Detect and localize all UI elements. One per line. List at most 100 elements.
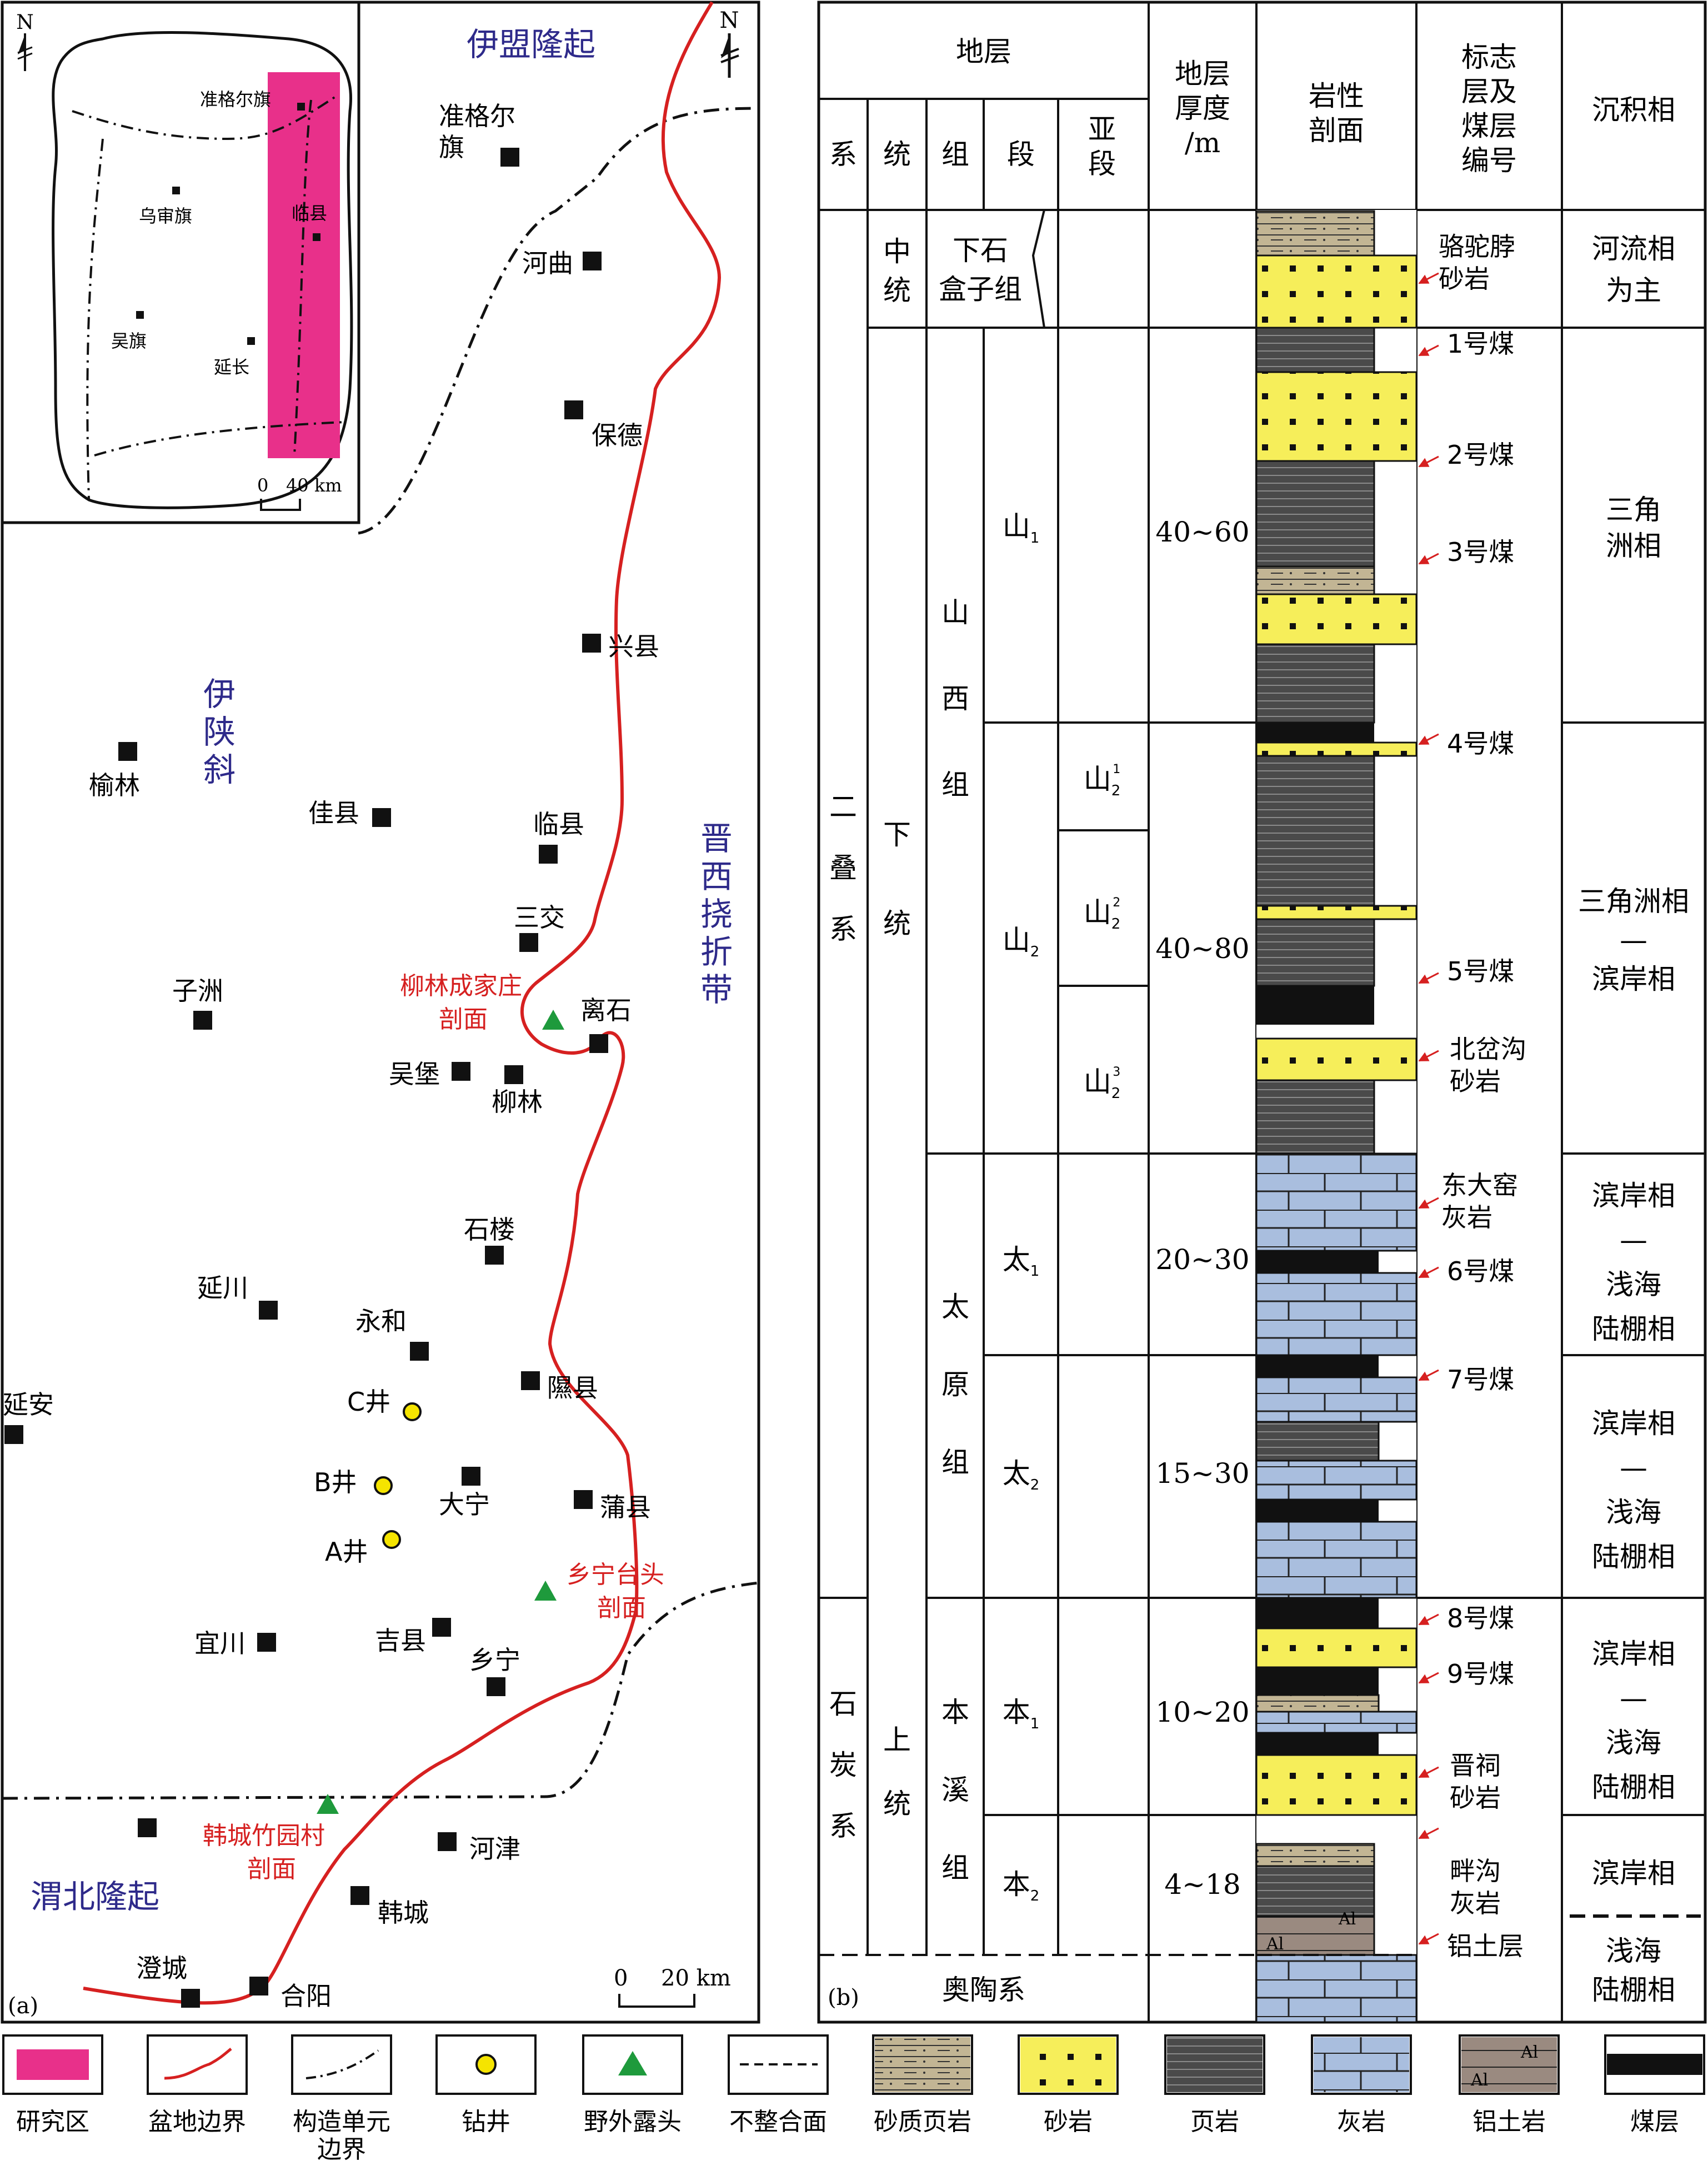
member-label: 山23 [1084, 1065, 1121, 1102]
shale-swatch [1167, 2037, 1263, 2092]
legend-label: 煤层 [1630, 2108, 1679, 2136]
svg-text:Al: Al [1520, 2043, 1538, 2062]
outcrop-label: 柳林成家庄剖面 [400, 972, 522, 1034]
marker-arrow [1418, 553, 1439, 565]
city-marker [487, 1677, 505, 1696]
member-label: 山1 [1003, 510, 1040, 546]
sandstone-bed [1255, 741, 1418, 757]
series-label: 中统 [883, 235, 911, 307]
unit-label-yishan: 伊陕斜 [203, 675, 236, 789]
city-marker [504, 1065, 523, 1084]
marker-label: 晋祠砂岩 [1450, 1751, 1501, 1813]
city-label: 延川 [197, 1273, 248, 1303]
facies-label: 滨岸相 [1592, 1857, 1675, 1889]
shale-bed [1255, 643, 1375, 724]
marker-arrow [1418, 1369, 1439, 1381]
legend-label: 砂质页岩 [874, 2108, 971, 2136]
shale-bed [1255, 918, 1375, 987]
city-marker [574, 1490, 593, 1509]
legend-label: 野外露头 [584, 2108, 682, 2136]
north-label: N [720, 8, 739, 33]
header-tong: 统 [883, 138, 911, 171]
legend-item: 钻井 [435, 2034, 537, 2136]
formation-label: 本溪组 [941, 1696, 969, 1884]
facies-label: 浅海陆棚相 [1592, 1935, 1675, 2006]
basin-boundary [83, 1, 722, 2005]
limestone-bed [1255, 1711, 1418, 1734]
city-marker [249, 1977, 268, 1995]
system-label: 石炭系 [829, 1688, 857, 1842]
thickness-value: 15~30 [1155, 1457, 1249, 1490]
series-label: 上统 [883, 1724, 911, 1820]
base-label: 奥陶系 [942, 1974, 1025, 2006]
panel-label-a: (a) [8, 1993, 38, 2019]
city-marker [519, 933, 538, 952]
city-marker [4, 1425, 23, 1444]
legend-label: 砂岩 [1044, 2108, 1093, 2136]
limestone-bed [1255, 1376, 1418, 1423]
city-label: 准格尔旗 [439, 101, 515, 162]
unit-label-jinxi: 晋西挠折带 [700, 820, 733, 1009]
city-label: 兴县 [608, 631, 659, 661]
city-marker [432, 1618, 451, 1637]
outcrop-label: 韩城竹园村剖面 [203, 1822, 325, 1883]
shale-bed [1255, 1079, 1375, 1155]
city-label: 柳林 [492, 1087, 543, 1117]
city-layer: 准格尔旗河曲保德兴县榆林佳县临县三交子洲离石吴堡柳林石楼延川永和隰县延安大宁蒲县… [3, 101, 659, 2011]
svg-text:0: 0 [614, 1966, 628, 1991]
city-label: 吉县 [375, 1626, 426, 1656]
coal-swatch [1607, 2054, 1702, 2075]
member-label: 山2 [1003, 924, 1040, 960]
marker-arrow [1418, 733, 1439, 745]
svg-text:20 km: 20 km [661, 1966, 731, 1991]
coal-bed [1256, 1598, 1379, 1628]
panel-label-b: (b) [828, 1985, 859, 2010]
legend-item: 研究区 [2, 2034, 103, 2136]
legend-label: 研究区 [16, 2108, 89, 2136]
header-xi: 系 [829, 138, 857, 171]
marker-label: 9号煤 [1447, 1659, 1514, 1689]
study-area [268, 72, 340, 458]
city-marker [259, 1301, 278, 1320]
facies-label: 三角洲相—滨岸相 [1578, 885, 1689, 995]
marker-label: 1号煤 [1447, 329, 1514, 359]
city-marker [500, 148, 519, 167]
city-marker [410, 1342, 429, 1361]
header-yaduan: 亚段 [1088, 113, 1116, 180]
system-label: 二叠系 [829, 791, 857, 945]
legend-label: 盆地边界 [148, 2108, 246, 2136]
legend-label: 页岩 [1190, 2108, 1239, 2136]
coal-bed [1256, 986, 1374, 1025]
well-marker [403, 1402, 422, 1421]
stratigraphic-column-panel: 地层 系 统 组 段 亚段 地层厚度/m 岩性剖面 标志层及煤层编号 沉积相 二… [817, 1, 1707, 2024]
outcrop-marker [534, 1581, 557, 1601]
legend-item: 煤层 [1604, 2034, 1705, 2136]
svg-text:Al: Al [1470, 2070, 1488, 2090]
inset-city: 准格尔旗 [200, 89, 271, 110]
legend-item: 构造单元边界 [291, 2034, 392, 2161]
map-panel: N N 准格尔旗 乌审旗 临县 吴旗 延长 [1, 1, 760, 2024]
inset-city: 延长 [214, 357, 249, 378]
shale-bed [1255, 460, 1375, 568]
city-label: 永和 [355, 1306, 407, 1336]
marker-arrow [1418, 1197, 1439, 1209]
city-marker [193, 1011, 212, 1030]
well-marker [382, 1530, 401, 1549]
city-label: 河曲 [522, 248, 573, 278]
svg-text:40 km: 40 km [286, 475, 342, 496]
inset-city: 吴旗 [111, 330, 147, 352]
bauxite-swatch [1461, 2037, 1557, 2092]
city-label: 大宁 [439, 1490, 490, 1520]
svg-text:0: 0 [257, 475, 268, 496]
sandy-shale-bed [1255, 565, 1375, 595]
series-label: 下统 [883, 819, 911, 940]
legend: 研究区盆地边界构造单元边界钻井野外露头不整合面砂质页岩砂岩页岩灰岩AlAl铝土岩… [2, 2034, 1705, 2161]
facies-label: 三角洲相 [1606, 494, 1661, 562]
city-marker [138, 1818, 157, 1837]
structural-boundary-yimeng [358, 107, 759, 535]
limestone-bed [1255, 1954, 1418, 2023]
city-marker [372, 808, 391, 827]
facies-label: 滨岸相—浅海陆棚相 [1592, 1638, 1675, 1803]
